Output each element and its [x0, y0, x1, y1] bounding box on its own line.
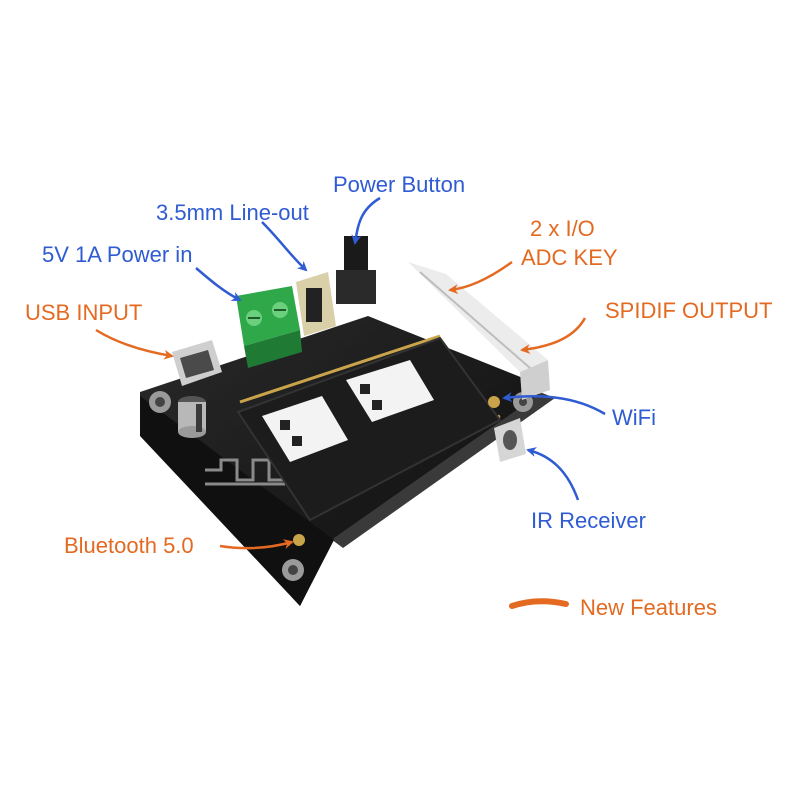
arrow-ir-receiver [526, 447, 580, 501]
label-ir-receiver: IR Receiver [531, 508, 646, 533]
label-usb-input: USB INPUT [25, 300, 143, 325]
wifi-bt-module [236, 336, 502, 522]
arrow-usb-input [95, 328, 174, 360]
audio-jack [296, 272, 336, 336]
label-io: 2 x I/O [530, 216, 595, 241]
arrow-power-button [351, 196, 381, 245]
legend-new-features: New Features [580, 595, 717, 620]
power-button-part [336, 236, 376, 304]
label-wifi: WiFi [612, 405, 656, 430]
ir-receiver-part [494, 418, 526, 462]
label-power-button: Power Button [333, 172, 466, 197]
label-spdif-output: SPIDIF OUTPUT [605, 298, 773, 323]
arrow-spdif [520, 317, 587, 354]
arrow-wifi [502, 392, 606, 416]
bluetooth-connector [293, 534, 305, 546]
terminal-block [236, 286, 302, 368]
usb-connector [172, 340, 222, 386]
pcb-board-lower [140, 396, 334, 606]
mounting-holes [149, 391, 533, 581]
label-bluetooth: Bluetooth 5.0 [64, 533, 194, 558]
io-header [408, 262, 550, 400]
arrow-line-out [261, 221, 308, 272]
bluetooth-antenna-trace [205, 458, 285, 486]
capacitor [178, 396, 206, 438]
label-line-out: 3.5mm Line-out [156, 200, 309, 225]
wifi-connector [488, 396, 500, 408]
module-chips [262, 360, 434, 462]
arrow-io-adc [448, 260, 513, 295]
arrow-power-in [195, 267, 242, 302]
label-power-in: 5V 1A Power in [42, 242, 193, 267]
legend-new-swatch [509, 598, 569, 609]
arrow-bluetooth [219, 539, 294, 550]
label-adc-key: ADC KEY [521, 245, 618, 270]
